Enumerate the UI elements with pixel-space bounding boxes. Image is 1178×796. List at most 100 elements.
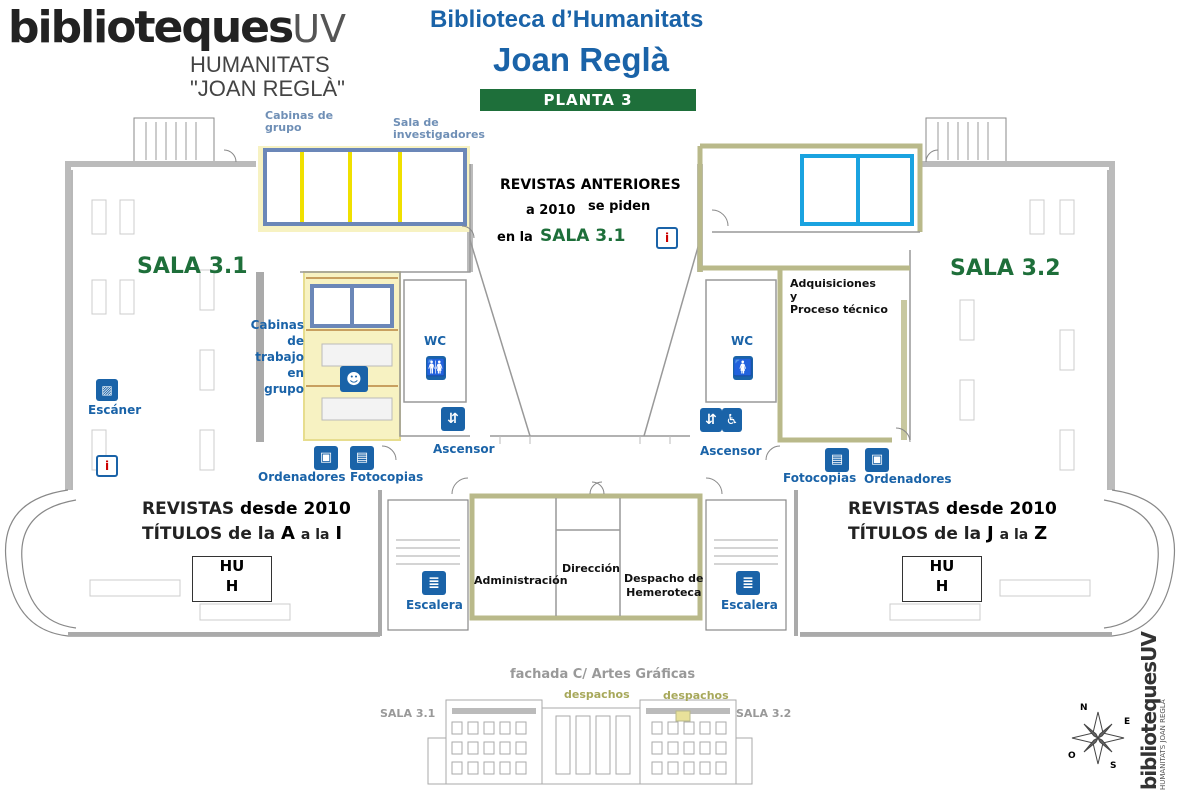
- titulos-to-letter: Z: [1034, 523, 1048, 544]
- hu-line2: H: [935, 576, 949, 595]
- revistas-right-line1: REVISTAS desde 2010: [848, 500, 1057, 519]
- hu-classification-box-right: HU H: [902, 556, 982, 602]
- hu-line2: H: [225, 576, 239, 595]
- revistas-right-line2: TÍTULOS de la J a la Z: [848, 524, 1047, 544]
- cabinas-trabajo-line: Cabinas: [250, 318, 304, 332]
- library-logo: bibliotequesUV: [8, 2, 347, 53]
- facade-sala-right-num: 3.2: [771, 707, 792, 720]
- label-wc-right: WC: [731, 334, 754, 348]
- revistas-left-line1: REVISTAS desde 2010: [142, 500, 351, 519]
- label-despacho-hemeroteca: Despacho de Hemeroteca: [624, 572, 704, 600]
- titulos-a-la: a la: [999, 527, 1029, 543]
- label-revistas-anteriores-piden: se piden: [588, 199, 651, 214]
- label-revistas-anteriores-year: a 2010: [526, 203, 576, 218]
- label-fotocopias-right: Fotocopias: [783, 471, 857, 485]
- facade-sala-right-word: SALA: [736, 707, 768, 720]
- floor-badge: PLANTA 3: [480, 89, 696, 111]
- logo-brand: biblioteques: [8, 2, 294, 53]
- facade-sala-left-num: 3.1: [415, 707, 436, 720]
- revistas-left-line2: TÍTULOS de la A a la I: [142, 524, 342, 544]
- compass-north: N: [1080, 703, 1088, 713]
- sala-32-number: 3.2: [1021, 256, 1061, 281]
- photocopier-icon: ▤: [350, 446, 374, 470]
- scanner-icon: ▨: [96, 379, 118, 401]
- facade-sala-right: SALA 3.2: [736, 707, 792, 720]
- sala-32-word: SALA: [950, 256, 1014, 281]
- sala-31-word: SALA: [137, 254, 201, 279]
- label-sala-investigadores: Sala de investigadores: [393, 116, 485, 142]
- computer-icon: ▣: [314, 446, 338, 470]
- titulos-de-la: de la: [934, 524, 982, 544]
- titulos-from-letter: A: [281, 523, 295, 544]
- revistas-left-word: REVISTAS: [142, 499, 235, 519]
- photocopier-icon: ▤: [825, 448, 849, 472]
- label-ordenadores-left: Ordenadores: [258, 470, 346, 484]
- adquisiciones-line: Proceso técnico: [790, 303, 888, 316]
- facade-despachos-left: despachos: [564, 688, 630, 701]
- elevator-icon: ⇵: [441, 407, 465, 431]
- label-fotocopias-left: Fotocopias: [350, 470, 424, 484]
- revistas-right-word: REVISTAS: [848, 499, 941, 519]
- sala-32-label: SALA 3.2: [950, 256, 1061, 281]
- label-direccion: Dirección: [562, 562, 620, 575]
- label-adquisiciones: Adquisiciones y Proceso técnico: [790, 277, 888, 316]
- revistas-right-year: 2010: [1009, 499, 1057, 519]
- corner-logo: bibliotequesUV: [1137, 632, 1161, 790]
- facade-despachos-right: despachos: [663, 689, 729, 702]
- label-ordenadores-right: Ordenadores: [864, 472, 952, 486]
- compass-south: S: [1110, 761, 1117, 771]
- group-icon: ☻: [340, 366, 368, 392]
- hu-classification-box-left: HU H: [192, 556, 272, 602]
- titulos-word: TÍTULOS: [142, 524, 223, 544]
- computer-icon: ▣: [865, 448, 889, 472]
- stairs-icon: ≣: [736, 571, 760, 595]
- revistas-right-desde: desde: [946, 499, 1004, 519]
- revistas-left-desde: desde: [240, 499, 298, 519]
- label-ascensor-right: Ascensor: [700, 444, 762, 458]
- despacho-line: Hemeroteca: [626, 586, 702, 599]
- label-cabinas-trabajo: Cabinas de trabajo en grupo: [250, 317, 304, 397]
- titulos-to-letter: I: [335, 523, 343, 544]
- revistas-left-year: 2010: [303, 499, 351, 519]
- info-icon: i: [96, 455, 118, 477]
- label-revistas-anteriores-en: en la: [497, 230, 533, 245]
- titulos-from-letter: J: [987, 523, 994, 544]
- compass-icon: [1071, 711, 1125, 765]
- adquisiciones-line: y: [790, 290, 798, 303]
- cabinas-trabajo-line: trabajo: [255, 350, 304, 364]
- toilet-icon: 🚺: [733, 356, 753, 380]
- facade-sala-left: SALA 3.1: [380, 707, 436, 720]
- cabinas-trabajo-line: en: [287, 366, 304, 380]
- compass-east: E: [1124, 717, 1131, 727]
- despacho-line: Despacho de: [624, 572, 704, 585]
- label-escalera-left: Escalera: [406, 598, 463, 612]
- facade-sala-left-word: SALA: [380, 707, 412, 720]
- sala-31-label: SALA 3.1: [137, 254, 248, 279]
- cabinas-trabajo-line: de: [287, 334, 304, 348]
- label-revistas-anteriores-sala: SALA 3.1: [540, 226, 626, 246]
- logo-sub-1: HUMANITATS: [190, 52, 330, 77]
- sala-31-number: 3.1: [208, 254, 248, 279]
- hu-line1: HU: [219, 557, 245, 575]
- label-cabinas-grupo: Cabinas de grupo: [265, 109, 334, 135]
- wheelchair-icon: ♿: [722, 408, 742, 432]
- logo-sub-2: "JOAN REGLÀ": [190, 76, 345, 101]
- info-icon: i: [656, 227, 678, 249]
- page-title-line1: Biblioteca d’Humanitats: [430, 6, 704, 33]
- titulos-de-la: de la: [228, 524, 276, 544]
- label-wc-left: WC: [424, 334, 447, 348]
- label-ascensor-left: Ascensor: [433, 442, 495, 456]
- titulos-word: TÍTULOS: [848, 524, 929, 544]
- hu-line1: HU: [929, 557, 955, 575]
- page-title-line2: Joan Reglà: [493, 41, 670, 78]
- stairs-icon: ≣: [422, 571, 446, 595]
- label-revistas-anteriores: REVISTAS ANTERIORES: [500, 177, 681, 193]
- compass-west: O: [1068, 751, 1076, 761]
- label-escaner: Escáner: [88, 403, 142, 417]
- adquisiciones-line: Adquisiciones: [790, 277, 876, 290]
- toilet-icon: 🚻: [426, 356, 446, 380]
- logo-brand-suffix: UV: [292, 7, 347, 51]
- elevator-icon: ⇵: [700, 408, 722, 432]
- cabinas-trabajo-line: grupo: [264, 382, 304, 396]
